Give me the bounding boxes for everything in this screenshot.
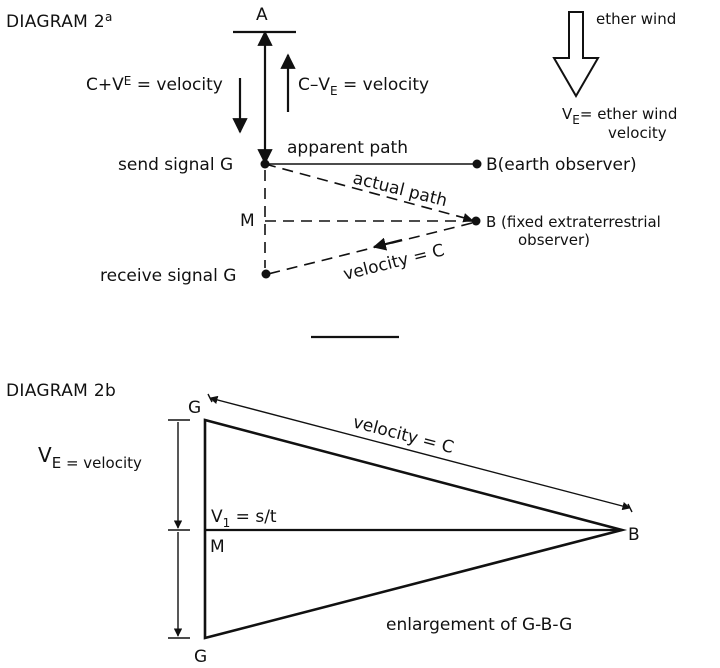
diagram-2a: DIAGRAM 2a A C+VE = velocity C–VE = velo… bbox=[6, 5, 677, 286]
ve-velocity-label: VE = velocity bbox=[38, 443, 142, 472]
send-signal-label: send signal G bbox=[118, 155, 233, 175]
actual-path-label: actual path bbox=[351, 168, 449, 211]
diagram-2a-title: DIAGRAM 2a bbox=[6, 10, 113, 32]
point-g-receive bbox=[261, 269, 271, 279]
point-b-fixed bbox=[471, 216, 481, 226]
point-m-label: M bbox=[240, 211, 255, 231]
velocity-c-label-a: velocity = C bbox=[341, 240, 446, 284]
point-b-earth bbox=[472, 159, 482, 169]
point-g-bottom-label: G bbox=[194, 647, 207, 667]
diagram-2b: DIAGRAM 2b G G B M velocity = C VE = vel… bbox=[6, 381, 640, 667]
velocity-c-label-b: velocity = C bbox=[351, 412, 456, 458]
dimension-tick-end bbox=[627, 503, 633, 513]
enlargement-caption: enlargement of G-B-G bbox=[386, 615, 572, 635]
point-b-label: B bbox=[628, 525, 640, 545]
earth-observer-label: B(earth observer) bbox=[486, 155, 637, 175]
ve-ether-label: VE= ether wind bbox=[562, 105, 677, 127]
ether-wind-label: ether wind bbox=[596, 10, 676, 28]
point-a-label: A bbox=[256, 5, 268, 25]
fixed-observer-label: B (fixed extraterrestrial bbox=[486, 213, 661, 231]
v1-label: V1 = s/t bbox=[211, 507, 277, 530]
diagram-2b-title: DIAGRAM 2b bbox=[6, 381, 116, 401]
dimension-tick-start bbox=[207, 393, 213, 403]
apparent-path-label: apparent path bbox=[287, 138, 408, 158]
velocity-minus-label: C–VE = velocity bbox=[298, 75, 429, 98]
point-g-top-label: G bbox=[188, 398, 201, 418]
ether-wind-arrow-icon bbox=[552, 11, 600, 98]
return-path-arrow bbox=[372, 237, 403, 251]
ve-ether-label-2: velocity bbox=[608, 124, 667, 142]
point-m-label-b: M bbox=[210, 537, 225, 557]
fixed-observer-label-2: observer) bbox=[518, 231, 590, 249]
velocity-plus-label: C+VE = velocity bbox=[86, 74, 223, 95]
velocity-c-dimension bbox=[209, 395, 631, 511]
receive-signal-label: receive signal G bbox=[100, 266, 236, 286]
